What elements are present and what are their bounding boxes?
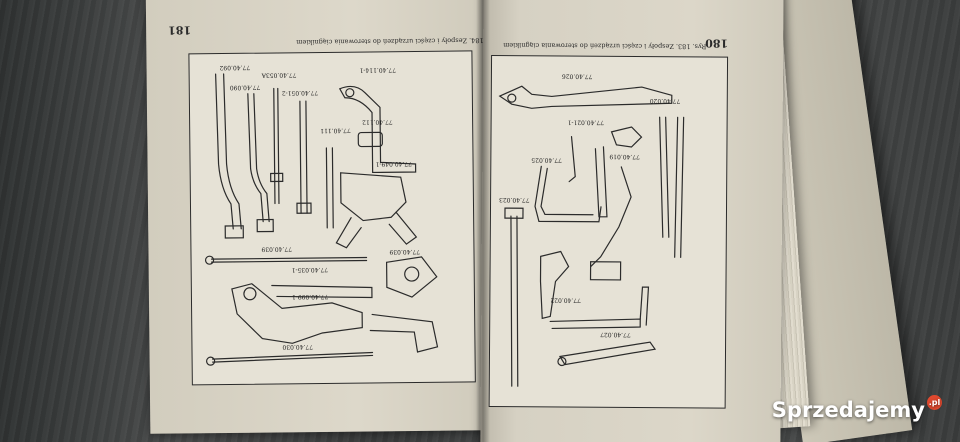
book-gutter [476, 0, 490, 442]
part-label: 77.40.020 [649, 97, 681, 105]
u-frame [534, 165, 602, 223]
part-label: 77.40.027 [600, 330, 631, 338]
part-label: 77.40.025 [531, 156, 562, 164]
part-label: 77.40.022 [550, 296, 581, 304]
part-label: 77.40.023 [499, 196, 530, 204]
part-label: 77.40.090 [229, 83, 261, 91]
right-figure-drawing [498, 85, 685, 387]
part-label: 77.40.039 [261, 245, 293, 253]
right-page-number: 180 [705, 36, 729, 50]
lever-2 [247, 93, 264, 223]
bracket-part [338, 85, 417, 174]
part-label: 77.40.030 [282, 343, 314, 351]
watermark-text: Sprzedajemy [771, 398, 925, 422]
top-lever [498, 85, 673, 109]
left-figure: 77.40.092 77.40.090 77.40.053A 77.40.051… [188, 50, 476, 386]
part-label: 77.40.035-1 [291, 265, 329, 274]
part-label: 77.40.026 [561, 72, 593, 80]
part-label: 77.40.051-2 [281, 89, 319, 97]
bottom-lever [558, 341, 657, 366]
watermark: Sprzedajemy .pl [771, 394, 942, 422]
part-label: 77.40.092 [219, 63, 251, 72]
left-page-number: 181 [168, 23, 192, 37]
part-label: 77.40.039 [389, 247, 421, 256]
left-figure-drawing [204, 73, 439, 366]
part-label: 77.40.111 [320, 126, 351, 134]
right-page: 180 Rys. 183. Zespoły i części urządzeń … [480, 0, 784, 442]
left-page: 181 Rys. 184. Zespoły i części urządzeń … [145, 0, 500, 434]
part-label: 77.40.112 [362, 118, 393, 126]
part-label: 77.40.019 [609, 152, 640, 161]
part-label: 77.40.021-1 [567, 118, 605, 126]
part-label: 77.40.114-1 [359, 66, 397, 74]
part-label: 77.40.053A [261, 71, 297, 79]
right-page-caption: Rys. 183. Zespoły i części urządzeń do s… [503, 41, 707, 51]
left-page-caption: Rys. 184. Zespoły i części urządzeń do s… [296, 36, 500, 47]
watermark-badge: .pl [927, 394, 942, 410]
part-label: 77.40.049-1 [375, 160, 412, 168]
part-label: 77.40.099-1 [291, 292, 329, 301]
main-lever [231, 283, 363, 344]
lever-1 [215, 73, 234, 230]
right-figure: 77.40.026 77.40.020 77.40.021-1 77.40.01… [488, 55, 729, 409]
